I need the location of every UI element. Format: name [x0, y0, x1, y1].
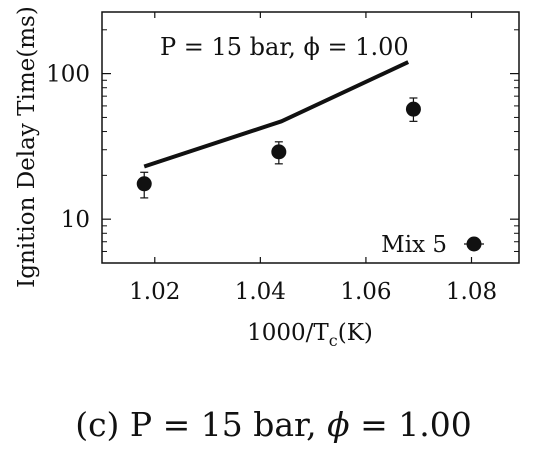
y-axis-label: Ignition Delay Time(ms) [14, 6, 40, 288]
x-axis-label-main: 1000/T [247, 320, 329, 346]
y-tick-label: 100 [46, 62, 90, 88]
caption-symbol: ϕ [327, 405, 350, 444]
caption-prefix: (c) P = 15 bar, [75, 405, 328, 444]
legend-marker [466, 236, 482, 252]
plot-frame [101, 11, 520, 264]
figure-caption: (c) P = 15 bar, ϕ = 1.00 [0, 405, 547, 444]
data-point [136, 176, 152, 192]
x-tick-label: 1.04 [235, 279, 286, 305]
x-tick-label: 1.06 [340, 279, 391, 305]
data-point [271, 144, 287, 160]
caption-suffix: = 1.00 [349, 405, 472, 444]
model-line [143, 60, 410, 169]
legend-label: Mix 5 [381, 232, 447, 258]
x-tick-label: 1.08 [446, 279, 497, 305]
x-axis-label-suffix: (K) [338, 320, 373, 346]
x-axis-label-subscript: c [329, 331, 338, 350]
chart-annotation: P = 15 bar, ϕ = 1.00 [160, 33, 409, 61]
y-tick-label: 10 [61, 207, 90, 233]
x-tick-label: 1.02 [129, 279, 180, 305]
chart: 1.02 1.04 1.06 1.08 10 100 P = 15 bar, ϕ = 1.… [14, 6, 520, 350]
x-axis-label: 1000/Tc(K) [247, 320, 373, 350]
data-point [405, 101, 421, 117]
